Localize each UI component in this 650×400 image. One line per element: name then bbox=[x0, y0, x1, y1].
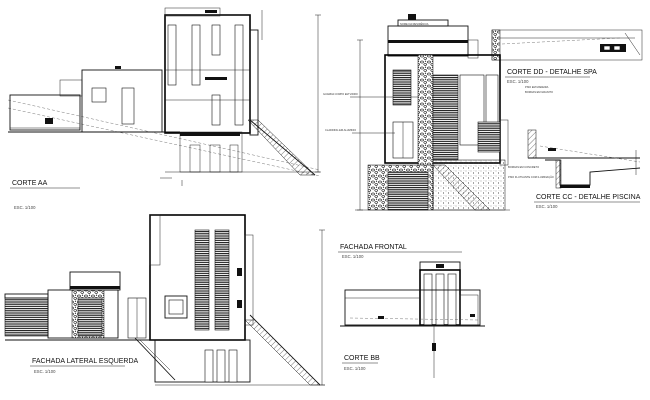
annotation-concrete: BORDAS EM CONCRETO bbox=[508, 165, 539, 169]
corte-dd-spa-drawing bbox=[491, 29, 643, 61]
top-plaque-text: NOME DA RESIDÊNCIA bbox=[400, 21, 429, 26]
spa-note-granite: BORDAS EM GRANITO bbox=[525, 90, 553, 94]
corte-cc-title: CORTE CC - DETALHE PISCINA bbox=[536, 194, 641, 201]
corte-cc-scale: ESC. 1/100 bbox=[536, 204, 558, 209]
corte-cc-pool-drawing bbox=[527, 129, 641, 189]
annotation-cladding: CLADDING EM ALUMINIO bbox=[325, 128, 356, 132]
fachada-lateral-drawing bbox=[4, 214, 325, 386]
corte-aa-scale: ESC. 1/100 bbox=[14, 205, 36, 210]
corte-aa-drawing bbox=[7, 7, 321, 186]
annotation-guard: GUARDA CORPO EM VIDRO bbox=[323, 92, 358, 96]
fachada-lateral-title: FACHADA LATERAL ESQUERDA bbox=[32, 358, 139, 365]
corte-dd-scale: ESC. 1/100 bbox=[507, 79, 529, 84]
spa-note-wood: PISO EM MADEIRA bbox=[525, 85, 549, 89]
corte-bb-title: CORTE BB bbox=[344, 355, 380, 362]
corte-bb-scale: ESC. 1/100 bbox=[344, 366, 366, 371]
annotation-floor: PISO FLUTUANTE COM ILUMINAÇÃO bbox=[508, 174, 554, 179]
corte-dd-title: CORTE DD - DETALHE SPA bbox=[507, 69, 597, 76]
corte-aa-title: CORTE AA bbox=[12, 180, 48, 187]
center-elevation-drawing: NOME DA RESIDÊNCIA bbox=[350, 14, 510, 211]
corte-bb-drawing bbox=[340, 261, 485, 378]
fachada-lateral-scale: ESC. 1/100 bbox=[34, 369, 56, 374]
fachada-frontal-title: FACHADA FRONTAL bbox=[340, 244, 407, 251]
fachada-frontal-scale: ESC. 1/100 bbox=[342, 254, 364, 259]
